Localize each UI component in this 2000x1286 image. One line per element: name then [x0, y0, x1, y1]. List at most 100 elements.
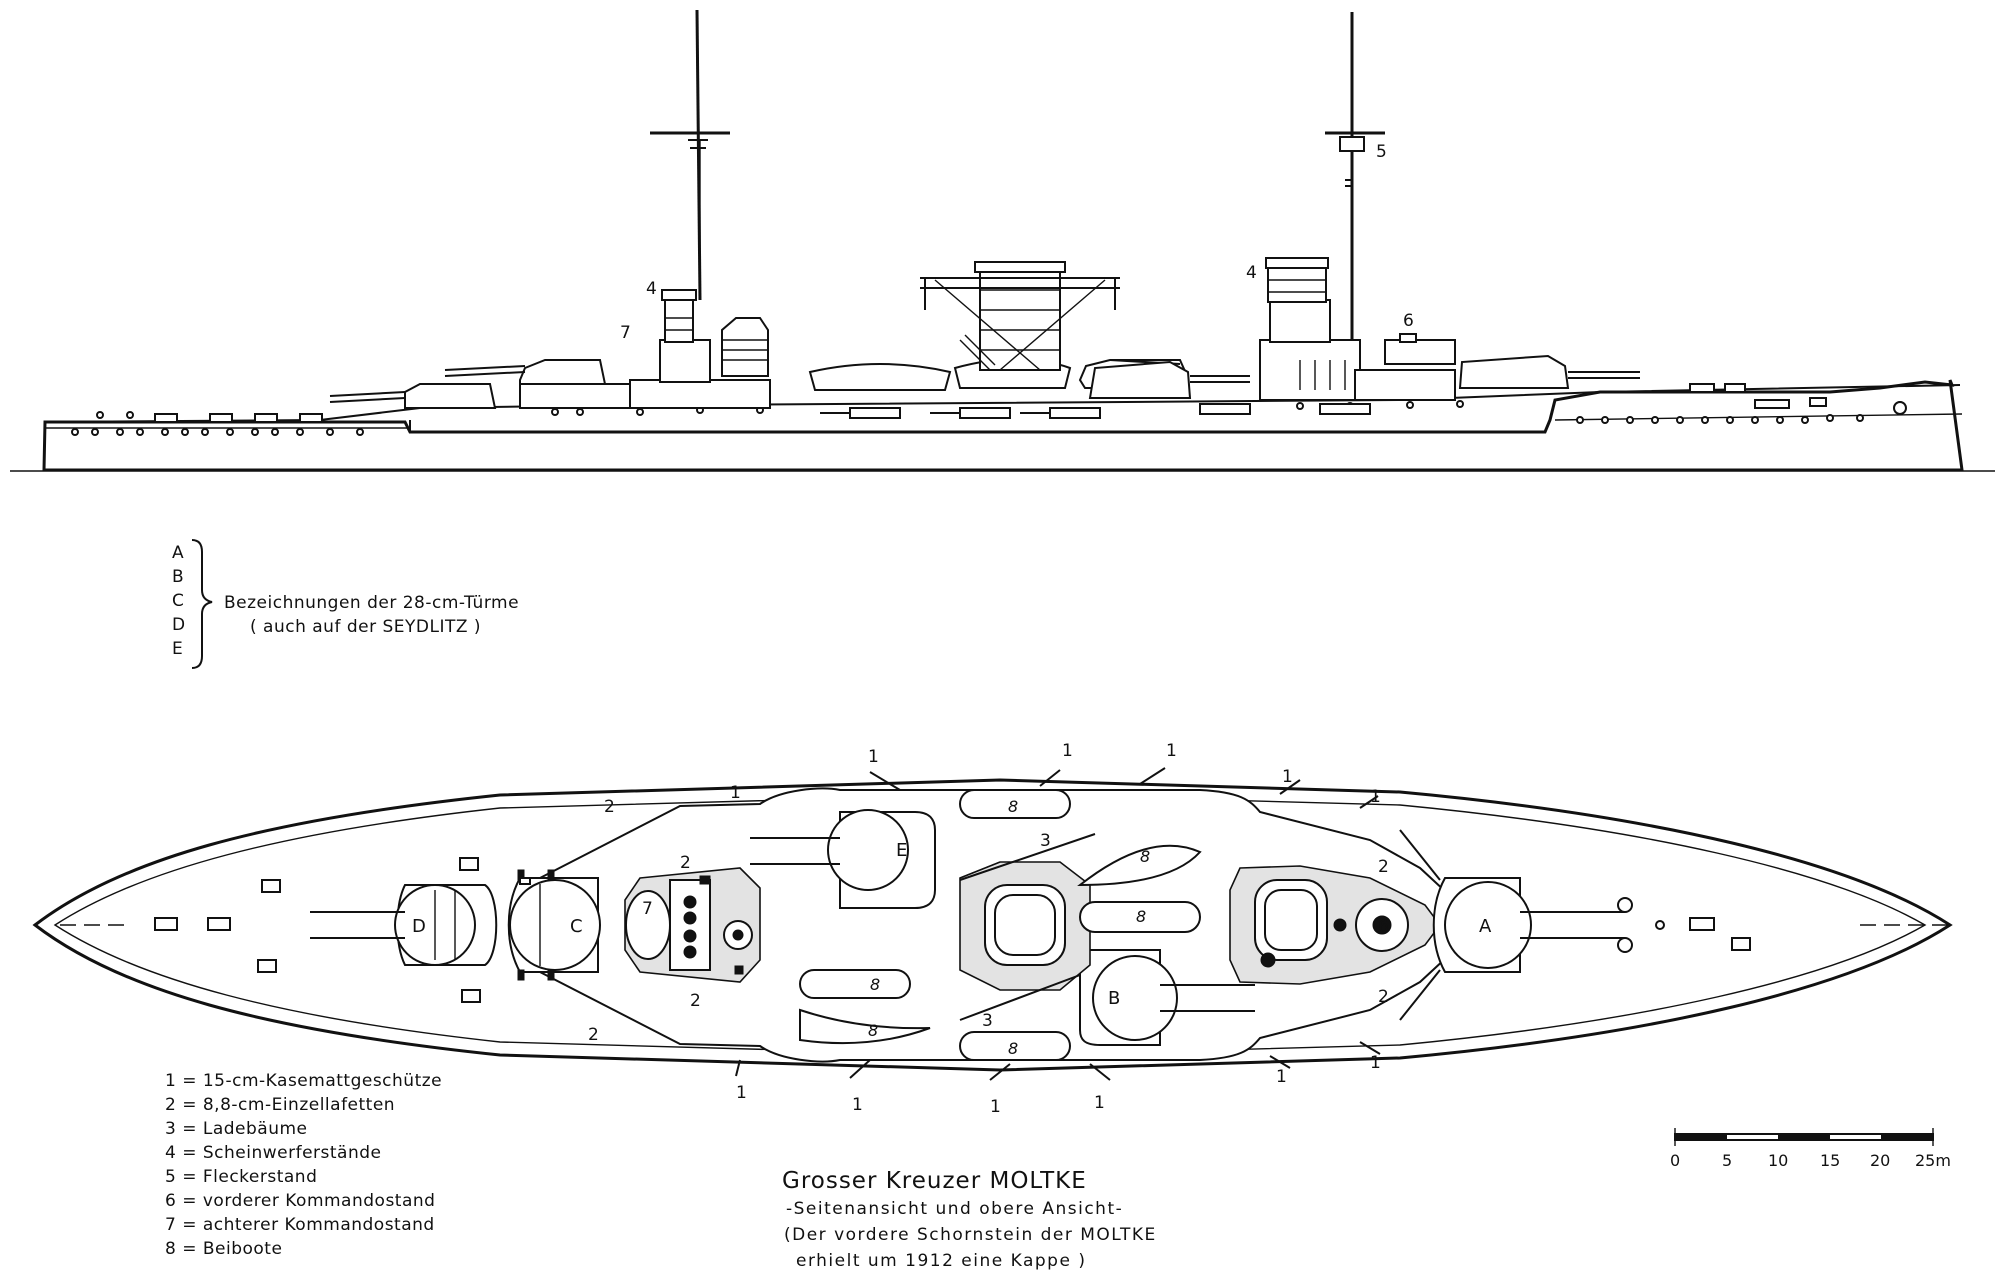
callout-8: 8	[1008, 797, 1018, 816]
drawing-note-line2: erhielt um 1912 eine Kappe )	[796, 1251, 1086, 1271]
callout-6: 6	[1378, 917, 1389, 937]
legend-item: 3 = Ladebäume	[165, 1119, 308, 1139]
plan-turret-a	[1432, 877, 1633, 973]
plan-88-mounts	[519, 829, 1441, 1021]
side-elevation: 4 7 4 6 5	[10, 9, 1995, 472]
plan-fwd-bridge	[1229, 865, 1441, 985]
callout-2: 2	[1378, 987, 1389, 1007]
callout-1: 1	[1062, 741, 1073, 761]
side-turret-e	[444, 359, 631, 409]
designation-text: Bezeichnungen der 28-cm-Türme	[224, 593, 519, 613]
fwd-superstructure	[1259, 257, 1456, 401]
plan-turret-c	[507, 869, 601, 981]
side-sheer-fwd	[1554, 413, 1963, 421]
drawing-title: Grosser Kreuzer MOLTKE	[782, 1168, 1087, 1194]
scale-label: 25m	[1915, 1151, 1951, 1170]
legend-item: 6 = vorderer Kommandostand	[165, 1191, 435, 1211]
callout-1: 1	[1094, 1093, 1105, 1113]
midship-crane-funnel	[920, 261, 1120, 371]
callout-1: 1	[736, 1083, 747, 1103]
plan-hull	[32, 778, 1953, 1072]
callout-1: 1	[730, 783, 741, 803]
callout-5: 5	[1376, 142, 1387, 162]
side-turret-b	[1088, 360, 1250, 399]
title-block: Grosser Kreuzer MOLTKE -Seitenansicht un…	[782, 1168, 1157, 1271]
callout-2: 2	[690, 991, 701, 1011]
callout-6: 6	[1403, 311, 1414, 331]
callout-3: 3	[1040, 831, 1051, 851]
plan-casemate-barrels	[735, 767, 1381, 1081]
scale-label: 5	[1722, 1151, 1732, 1170]
legend-item: 4 = Scheinwerferstände	[165, 1143, 382, 1163]
plan-turret-e	[750, 809, 936, 909]
legend-item: 1 = 15-cm-Kasemattgeschütze	[165, 1071, 442, 1091]
turret-designation: A B C D E Bezeichnungen der 28-cm-Türme …	[172, 539, 519, 669]
casemate-guns	[820, 403, 1371, 419]
legend: 1 = 15-cm-Kasemattgeschütze 2 = 8,8-cm-E…	[165, 1071, 442, 1259]
plan-callouts: 1 1 1 1 1 1 1 1 1 1 1 1 2 2 2 2 2 2 3 3 …	[588, 741, 1389, 1117]
callout-1: 1	[1370, 787, 1381, 807]
turret-label-b: B	[1108, 988, 1120, 1009]
drawing-note-line1: (Der vordere Schornstein der MOLTKE	[784, 1225, 1157, 1245]
legend-item: 5 = Fleckerstand	[165, 1167, 317, 1187]
callout-3: 3	[982, 1011, 993, 1031]
callout-1: 1	[1370, 1053, 1381, 1073]
plan-deck-edge	[53, 793, 1927, 1057]
plan-funnels	[959, 861, 1091, 991]
scale-label: 10	[1768, 1151, 1788, 1170]
plan-turret-d	[310, 884, 498, 966]
designation-brace	[191, 539, 213, 669]
drawing-subtitle: -Seitenansicht und obere Ansicht-	[786, 1199, 1123, 1219]
aft-deck-fittings	[154, 413, 323, 423]
designation-letter-e: E	[172, 639, 183, 659]
side-turret-d	[329, 383, 497, 409]
plan-view: A B C D E 1 1 1 1 1 1 1 1 1 1 1 1 2 2 2 …	[32, 741, 1953, 1117]
plan-aft-bridge	[624, 867, 761, 983]
turret-label-e: E	[896, 840, 907, 861]
callout-1: 1	[990, 1097, 1001, 1117]
legend-item: 7 = achterer Kommandostand	[165, 1215, 435, 1235]
side-hull	[42, 379, 1964, 472]
side-turret-a	[1458, 354, 1640, 389]
designation-letter-b: B	[172, 567, 184, 587]
callout-1: 1	[1166, 741, 1177, 761]
side-portholes	[71, 400, 1904, 436]
callout-8: 8	[1140, 847, 1150, 866]
designation-letter-c: C	[172, 591, 184, 611]
scale-label: 15	[1820, 1151, 1840, 1170]
callout-7: 7	[620, 323, 631, 343]
callout-1: 1	[852, 1095, 863, 1115]
turret-label-d: D	[412, 916, 426, 937]
scale-bar: 0 5 10 15 20 25m	[1670, 1128, 1951, 1170]
designation-note: ( auch auf der SEYDLITZ )	[250, 617, 481, 637]
callout-2: 2	[604, 797, 615, 817]
callout-8: 8	[868, 1021, 878, 1040]
aft-mast	[650, 9, 730, 301]
callout-8: 8	[1136, 907, 1146, 926]
scale-label: 0	[1670, 1151, 1680, 1170]
scale-label: 20	[1870, 1151, 1890, 1170]
designation-letter-a: A	[172, 543, 184, 563]
callout-8: 8	[870, 975, 880, 994]
legend-item: 2 = 8,8-cm-Einzellafetten	[165, 1095, 395, 1115]
callout-7: 7	[642, 899, 653, 919]
callout-8: 8	[1008, 1039, 1018, 1058]
designation-letter-d: D	[172, 615, 185, 635]
callout-1: 1	[1276, 1067, 1287, 1087]
plan-boats	[799, 789, 1202, 1061]
turret-label-a: A	[1479, 916, 1492, 937]
callout-2: 2	[588, 1025, 599, 1045]
aft-superstructure	[629, 289, 771, 409]
callout-4-aft: 4	[646, 279, 657, 299]
callout-2: 2	[1378, 857, 1389, 877]
fwd-mast	[1325, 12, 1385, 340]
plan-turret-b	[1079, 949, 1255, 1046]
turret-label-c: C	[570, 916, 583, 937]
callout-1: 1	[1282, 767, 1293, 787]
callout-2: 2	[680, 853, 691, 873]
legend-item: 8 = Beiboote	[165, 1239, 282, 1259]
plan-derricks	[959, 833, 1096, 1021]
callout-4-fwd: 4	[1246, 263, 1257, 283]
bow-fittings	[1689, 383, 1907, 415]
